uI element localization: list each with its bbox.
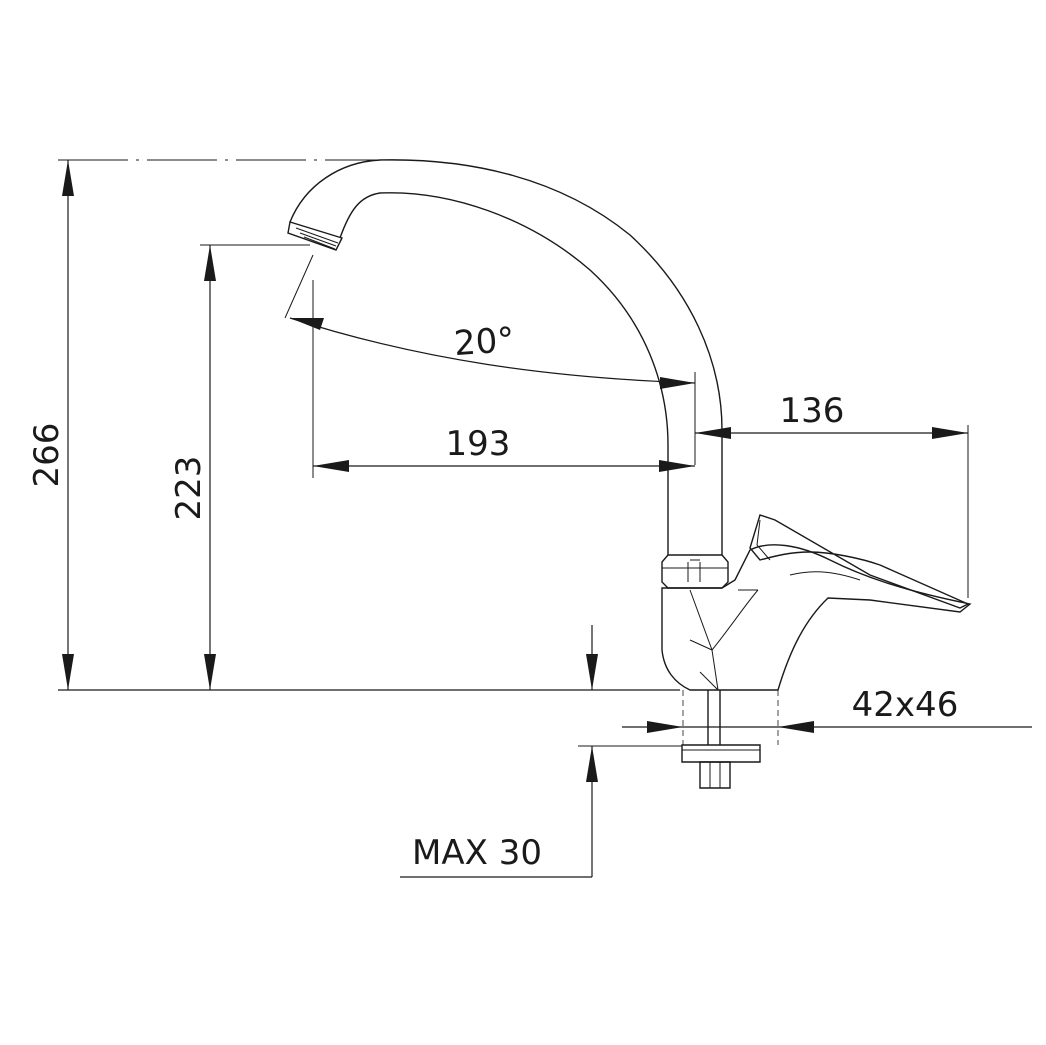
dimension-spout-reach: 193	[312, 280, 695, 478]
label-spout-height: 223	[169, 456, 209, 521]
label-spout-reach: 193	[446, 424, 511, 464]
dimension-swivel-angle: 20°	[284, 254, 696, 465]
label-total-height: 266	[27, 423, 67, 488]
aerator-ridges	[295, 227, 339, 250]
label-lever-reach: 136	[780, 391, 845, 431]
label-swivel-angle: 20°	[453, 320, 516, 364]
label-base-size: 42x46	[852, 685, 959, 725]
body-facets	[689, 589, 759, 691]
spout-inner-edge	[339, 192, 669, 555]
fixing-plate	[681, 744, 761, 763]
swivel-ring-detail	[662, 559, 728, 582]
fixing-nut	[699, 761, 731, 789]
spout-outer-edge	[289, 159, 723, 555]
lever-handle	[749, 514, 970, 609]
faucet-outline	[287, 159, 972, 789]
dimension-base-size: 42x46	[622, 685, 1032, 745]
label-max-deck-thickness: MAX 30	[412, 833, 542, 873]
lever-handle-detail	[756, 519, 861, 581]
aerator	[287, 221, 343, 251]
dimension-spout-height: 223	[169, 245, 216, 690]
dimension-total-height: 266	[27, 160, 74, 690]
mixer-body	[661, 544, 972, 691]
dimension-lever-reach: 136	[695, 391, 969, 598]
dimension-max-deck-thickness: MAX 30	[400, 625, 682, 878]
shank	[707, 690, 721, 745]
fixing-nut-detail	[709, 762, 721, 788]
